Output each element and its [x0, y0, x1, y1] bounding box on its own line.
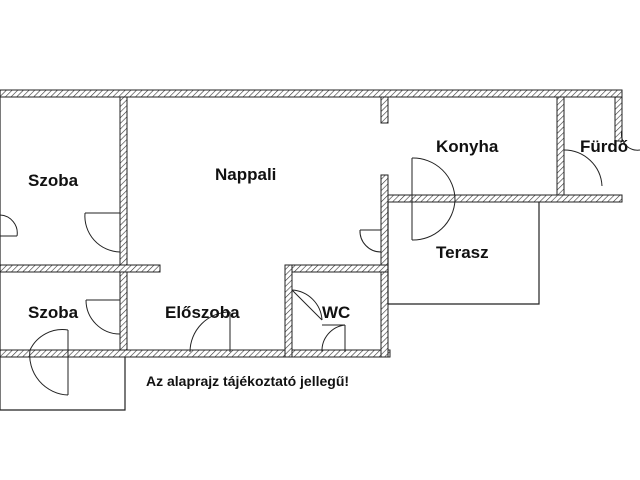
door-szoba-left — [0, 214, 18, 237]
room-label-furdo: Fürdő — [580, 137, 628, 156]
terasz-outline — [387, 202, 540, 305]
outlines — [0, 90, 540, 411]
room-label-szoba-top: Szoba — [28, 171, 79, 190]
wall-konyha-furdo — [556, 96, 565, 200]
door-terasz — [359, 229, 382, 253]
balcony-outline — [0, 357, 126, 411]
door-szoba-nappali — [84, 212, 121, 253]
wall-szoba-nappali — [119, 96, 128, 266]
room-labels: Szoba Nappali Konyha Fürdő Terasz Szoba … — [28, 137, 628, 389]
outer-wall-top — [0, 89, 623, 98]
door-konyha — [411, 157, 456, 241]
room-label-konyha: Konyha — [436, 137, 499, 156]
door-furdo-right — [620, 129, 640, 151]
wall-szoba-eloszoba — [119, 271, 128, 356]
room-label-szoba-bottom: Szoba — [28, 303, 79, 322]
door-szoba-bottom — [85, 299, 121, 335]
wall-konyha-bottom — [387, 194, 623, 203]
outer-wall-bottom — [0, 349, 391, 358]
room-label-eloszoba: Előszoba — [165, 303, 240, 322]
wc-wall-top — [284, 264, 389, 273]
doors — [0, 129, 640, 396]
door-balcony — [29, 329, 69, 396]
room-label-wc: WC — [322, 303, 350, 322]
disclaimer-note: Az alaprajz tájékoztató jellegű! — [146, 373, 349, 389]
door-entrance — [189, 311, 231, 353]
walls — [0, 89, 623, 358]
wall-furdo-right — [614, 96, 623, 142]
wall-nappali-konyha-upper — [380, 96, 389, 124]
wc-wall-left — [284, 264, 293, 358]
door-wc — [291, 289, 346, 353]
door-furdo — [563, 149, 603, 190]
wall-szoba-horizontal — [0, 264, 161, 273]
room-label-terasz: Terasz — [436, 243, 489, 262]
room-label-nappali: Nappali — [215, 165, 276, 184]
